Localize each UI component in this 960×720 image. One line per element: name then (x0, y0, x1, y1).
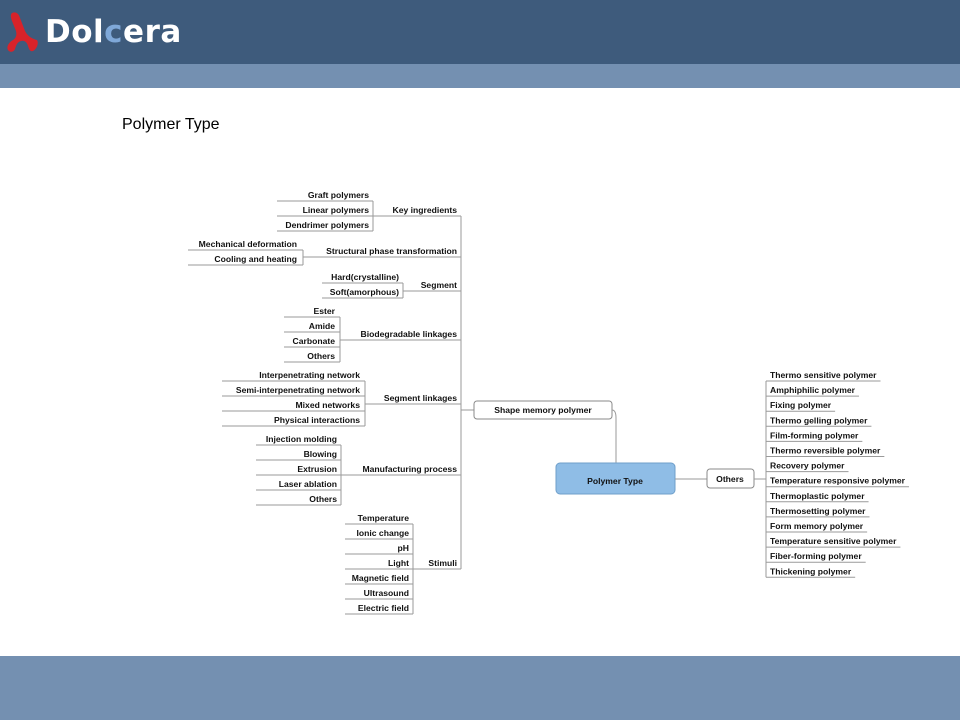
leaf-soft-amorphous: Soft(amorphous) (330, 287, 399, 297)
leaf-injection-molding: Injection molding (266, 434, 337, 444)
others-leaf-amphiphilic-polymer: Amphiphilic polymer (770, 385, 856, 395)
header-bar (0, 0, 960, 64)
leaf-electric-field: Electric field (358, 603, 409, 613)
leaf-interpenetrating-network: Interpenetrating network (259, 370, 360, 380)
leaf-others: Others (307, 351, 335, 361)
category-bracket (339, 317, 346, 362)
others-leaf-thickening-polymer: Thickening polymer (770, 566, 852, 576)
others-leaf-thermo-reversible-polymer: Thermo reversible polymer (770, 446, 881, 456)
leaf-temperature: Temperature (358, 513, 410, 523)
others-leaf-thermosetting-polymer: Thermosetting polymer (770, 506, 866, 516)
leaf-ultrasound: Ultrasound (364, 588, 409, 598)
leaf-graft-polymers: Graft polymers (308, 190, 369, 200)
category-label: Structural phase transformation (326, 246, 457, 256)
leaf-linear-polymers: Linear polymers (303, 205, 370, 215)
category-bracket (372, 201, 376, 231)
others-leaf-fixing-polymer: Fixing polymer (770, 400, 832, 410)
leaf-carbonate: Carbonate (293, 336, 336, 346)
leaf-ph: pH (398, 543, 409, 553)
others-label: Others (716, 474, 744, 484)
others-node: Others (706, 468, 755, 489)
category-bracket (412, 524, 420, 614)
leaf-semi-interpenetrating-network: Semi-interpenetrating network (236, 385, 360, 395)
leaf-ester: Ester (314, 306, 336, 316)
category-bracket (402, 283, 408, 298)
leaf-dendrimer-polymers: Dendrimer polymers (285, 220, 369, 230)
leaf-ionic-change: Ionic change (356, 528, 409, 538)
category-label: Manufacturing process (362, 464, 457, 474)
leaf-blowing: Blowing (304, 449, 337, 459)
leaf-laser-ablation: Laser ablation (279, 479, 337, 489)
dolcera-mark-icon (7, 12, 38, 52)
category-bracket (302, 250, 306, 265)
category-manufacturing-process: Manufacturing process Injection moldingBl… (256, 434, 461, 506)
others-leaf-film-forming-polymer: Film-forming polymer (770, 430, 859, 440)
others-leaf-thermo-gelling-polymer: Thermo gelling polymer (770, 415, 868, 425)
central-node: Polymer Type (555, 462, 676, 495)
category-biodegradable-linkages: Biodegradable linkages EsterAmideCarbonat… (284, 306, 461, 363)
dolcera-wordmark: Dolcera (45, 14, 182, 50)
others-leaf-temperature-responsive-polymer: Temperature responsive polymer (770, 476, 906, 486)
others-leaf-form-memory-polymer: Form memory polymer (770, 521, 864, 531)
category-structural-phase-transformation: Structural phase transformation Mechanica… (188, 239, 461, 266)
leaf-mechanical-deformation: Mechanical deformation (199, 239, 297, 249)
category-segment: Segment Hard(crystalline) Soft(amorphous) (322, 272, 461, 299)
category-bracket (340, 445, 348, 505)
shape-memory-polymer-label: Shape memory polymer (494, 405, 592, 415)
category-label: Key ingredients (393, 205, 458, 215)
leaf-physical-interactions: Physical interactions (274, 415, 360, 425)
shape-memory-polymer-node: Shape memory polymer (473, 400, 613, 420)
leaf-cooling-and-heating: Cooling and heating (214, 254, 297, 264)
dolcera-logo: Dolcera (6, 8, 182, 56)
others-bracket (754, 381, 767, 578)
leaf-extrusion: Extrusion (297, 464, 337, 474)
others-leaf-thermoplastic-polymer: Thermoplastic polymer (770, 491, 865, 501)
leaf-hard-crystalline: Hard(crystalline) (331, 272, 399, 282)
others-leaf-recovery-polymer: Recovery polymer (770, 461, 845, 471)
category-label: Biodegradable linkages (361, 329, 458, 339)
leaf-others: Others (309, 494, 337, 504)
leaf-magnetic-field: Magnetic field (352, 573, 409, 583)
slide-title: Polymer Type (122, 116, 220, 133)
category-label: Stimuli (428, 558, 457, 568)
leaf-amide: Amide (309, 321, 335, 331)
footer-bar (0, 656, 960, 720)
category-bracket (364, 381, 372, 426)
leaf-light: Light (388, 558, 409, 568)
others-leaf-temperature-sensitive-polymer: Temperature sensitive polymer (770, 536, 897, 546)
central-node-label: Polymer Type (587, 476, 643, 486)
category-segment-linkages: Segment linkages Interpenetrating network… (222, 370, 461, 427)
leaf-mixed-networks: Mixed networks (296, 400, 361, 410)
category-label: Segment linkages (384, 393, 457, 403)
others-leaf-fiber-forming-polymer: Fiber-forming polymer (770, 551, 862, 561)
header-band (0, 64, 960, 88)
others-leaf-thermo-sensitive-polymer: Thermo sensitive polymer (770, 370, 877, 380)
category-label: Segment (421, 280, 457, 290)
